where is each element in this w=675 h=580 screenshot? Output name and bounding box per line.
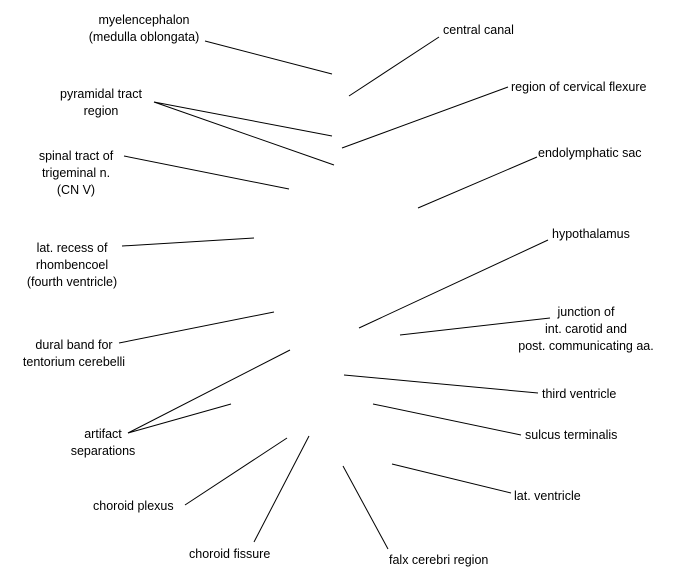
label-line: artifact <box>84 427 122 441</box>
label-lat-ventricle: lat. ventricle <box>514 488 581 505</box>
label-line: hypothalamus <box>552 227 630 241</box>
leader-falx-cerebri <box>342 465 389 550</box>
leader-pyramidal-tract-lower <box>153 101 335 166</box>
label-line: myelencephalon <box>98 13 190 27</box>
label-line: central canal <box>443 23 514 37</box>
leader-choroid-fissure <box>253 435 310 543</box>
label-line: (medulla oblongata) <box>88 30 200 44</box>
leader-central-canal <box>348 36 440 97</box>
label-choroid-fissure: choroid fissure <box>189 546 270 563</box>
leader-artifact-lower <box>127 403 232 434</box>
label-dural-band: dural band for tentorium cerebelli <box>6 337 142 371</box>
label-line: region of cervical flexure <box>511 80 647 94</box>
label-endolymphatic-sac: endolymphatic sac <box>538 145 642 162</box>
leader-third-ventricle <box>343 374 539 394</box>
leader-hypothalamus <box>358 239 549 329</box>
label-junction: junction of int. carotid and post. commu… <box>504 304 668 355</box>
label-sulcus-terminalis: sulcus terminalis <box>525 427 617 444</box>
label-choroid-plexus: choroid plexus <box>93 498 174 515</box>
label-falx-cerebri: falx cerebri region <box>389 552 488 569</box>
label-line: region <box>83 104 119 118</box>
label-line: choroid fissure <box>189 547 271 561</box>
leader-choroid-plexus <box>184 437 288 506</box>
label-line: separations <box>70 444 136 458</box>
label-line: (fourth ventricle) <box>26 275 118 289</box>
label-line: lat. recess of <box>36 241 108 255</box>
label-line: lat. ventricle <box>514 489 581 503</box>
label-line: pyramidal tract <box>60 87 142 101</box>
label-line: post. communicating aa. <box>518 339 654 353</box>
leader-sulcus-terminalis <box>372 403 522 436</box>
label-line: tentorium cerebelli <box>22 355 126 369</box>
label-line: third ventricle <box>542 387 617 401</box>
label-line: endolymphatic sac <box>538 146 642 160</box>
label-spinal-tract: spinal tract of trigeminal n. (CN V) <box>20 148 132 199</box>
label-line: dural band for <box>35 338 113 352</box>
leader-lat-recess <box>121 237 255 247</box>
label-line: falx cerebri region <box>389 553 489 567</box>
label-pyramidal-tract: pyramidal tract region <box>45 86 157 120</box>
leader-myelencephalon <box>204 40 333 75</box>
label-artifact-separations: artifact separations <box>58 426 148 460</box>
leader-artifact-upper <box>127 349 291 434</box>
label-line: sulcus terminalis <box>525 428 618 442</box>
leader-junction <box>399 317 551 336</box>
leader-spinal-tract <box>123 155 290 190</box>
label-cervical-flexure: region of cervical flexure <box>511 79 646 96</box>
label-central-canal: central canal <box>443 22 514 39</box>
leader-pyramidal-tract-upper <box>153 101 333 137</box>
label-hypothalamus: hypothalamus <box>552 226 630 243</box>
label-line: junction of <box>557 305 615 319</box>
leader-cervical-flexure <box>341 86 509 149</box>
label-line: choroid plexus <box>93 499 174 513</box>
label-lat-recess: lat. recess of rhombencoel (fourth ventr… <box>16 240 128 291</box>
label-line: trigeminal n. <box>41 166 111 180</box>
label-line: rhombencoel <box>35 258 109 272</box>
label-line: spinal tract of <box>38 149 114 163</box>
label-third-ventricle: third ventricle <box>542 386 616 403</box>
label-myelencephalon: myelencephalon (medulla oblongata) <box>68 12 220 46</box>
label-line: (CN V) <box>56 183 96 197</box>
leader-lat-ventricle <box>391 463 512 494</box>
leader-endolymphatic-sac <box>417 156 538 209</box>
leader-dural-band <box>118 311 275 344</box>
label-line: int. carotid and <box>545 322 627 336</box>
